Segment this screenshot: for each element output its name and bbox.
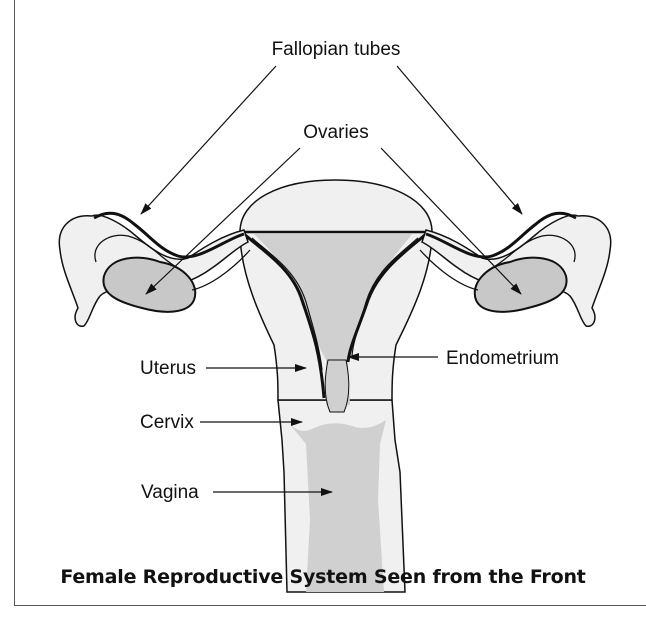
label-fallopian-tubes: Fallopian tubes bbox=[272, 39, 401, 60]
label-cervix: Cervix bbox=[140, 412, 194, 433]
arrow-fallopian-right bbox=[397, 66, 522, 214]
label-ovaries: Ovaries bbox=[303, 122, 368, 143]
label-uterus: Uterus bbox=[140, 358, 196, 379]
figure-caption: Female Reproductive System Seen from the… bbox=[0, 566, 646, 588]
cervical-canal bbox=[325, 360, 349, 412]
label-endometrium: Endometrium bbox=[446, 348, 559, 369]
arrow-fallopian-left bbox=[141, 66, 276, 214]
label-vagina: Vagina bbox=[141, 482, 199, 503]
